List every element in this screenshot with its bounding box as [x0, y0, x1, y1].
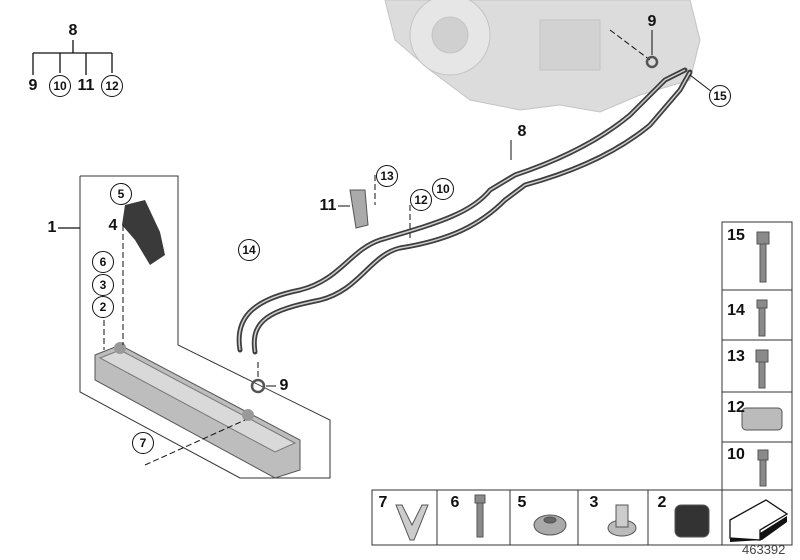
assembly-1-outline: [79, 175, 331, 479]
callout-1[interactable]: 1: [47, 219, 57, 236]
part-cell-label[interactable]: 14: [727, 302, 745, 319]
tree-child-label: 10: [49, 75, 71, 97]
clip-11: [349, 189, 369, 229]
part-cell-label[interactable]: 3: [589, 494, 599, 511]
part-cell-label[interactable]: 2: [657, 494, 667, 511]
tree-child-label: 9: [28, 77, 38, 94]
bracket-4: [122, 200, 165, 265]
back-arrow-icon[interactable]: [729, 499, 789, 542]
callout-11[interactable]: 11: [319, 197, 337, 214]
tree-lines: [32, 40, 113, 75]
tree-child-label: 12: [101, 75, 123, 97]
callout-3[interactable]: 3: [92, 274, 114, 296]
callout-2[interactable]: 2: [92, 296, 114, 318]
callout-13[interactable]: 13: [376, 165, 398, 187]
part-cell-label[interactable]: 12: [727, 399, 745, 416]
callout-14[interactable]: 14: [238, 239, 260, 261]
parts-table-grid: [371, 221, 793, 546]
callout-5[interactable]: 5: [110, 183, 132, 205]
tree-child-label: 11: [77, 77, 95, 94]
diagram-number: 463392: [742, 542, 786, 557]
callout-10[interactable]: 10: [432, 178, 454, 200]
callout-7[interactable]: 7: [132, 432, 154, 454]
callout-9[interactable]: 9: [647, 13, 657, 30]
callout-15[interactable]: 15: [709, 85, 731, 107]
tree-root-label: 8: [68, 22, 78, 39]
part-thumbnails: [395, 231, 783, 541]
callout-8[interactable]: 8: [517, 123, 527, 140]
transmission-image: [384, 0, 701, 113]
callout-12[interactable]: 12: [410, 189, 432, 211]
callout-9[interactable]: 9: [279, 377, 289, 394]
part-cell-label[interactable]: 7: [378, 494, 388, 511]
callout-4[interactable]: 4: [108, 217, 118, 234]
part-cell-label[interactable]: 13: [727, 348, 745, 365]
part-cell-label[interactable]: 15: [727, 227, 745, 244]
callout-6[interactable]: 6: [92, 251, 114, 273]
oil-cooler: [94, 342, 301, 479]
part-cell-label[interactable]: 6: [450, 494, 460, 511]
o-ring-9: [250, 378, 266, 394]
part-cell-label[interactable]: 10: [727, 446, 745, 463]
part-cell-label[interactable]: 5: [517, 494, 527, 511]
